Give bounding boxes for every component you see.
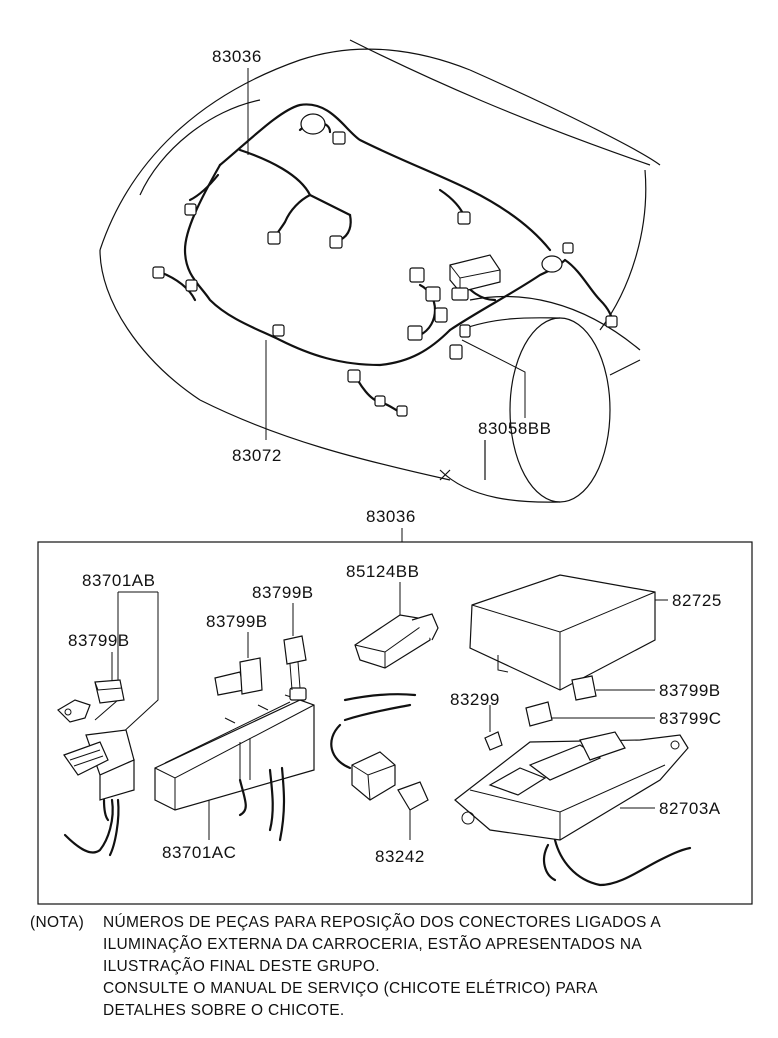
label-83701ac: 83701AC bbox=[162, 843, 236, 862]
fuse-cover-82725 bbox=[469, 574, 668, 691]
note-line-5: DETALHES SOBRE O CHICOTE. bbox=[103, 1002, 345, 1019]
note-line-1: NÚMEROS DE PEÇAS PARA REPOSIÇÃO DOS CONE… bbox=[103, 914, 661, 931]
label-83799c: 83799C bbox=[659, 709, 722, 728]
label-83242: 83242 bbox=[375, 847, 425, 866]
relay-box-83701ac bbox=[154, 635, 315, 842]
connector-assembly-83701ab bbox=[57, 591, 159, 857]
label-83036-box: 83036 bbox=[366, 507, 416, 526]
label-83799b-right: 83799B bbox=[659, 681, 721, 700]
label-83299: 83299 bbox=[450, 690, 500, 709]
label-83072: 83072 bbox=[232, 446, 282, 465]
label-83058bb: 83058BB bbox=[478, 419, 551, 438]
connector-83242 bbox=[330, 693, 429, 840]
label-82703a: 82703A bbox=[659, 799, 721, 818]
note-line-4: CONSULTE O MANUAL DE SERVIÇO (CHICOTE EL… bbox=[103, 980, 598, 997]
label-83799b-left: 83799B bbox=[68, 631, 130, 650]
label-83036-top: 83036 bbox=[212, 47, 262, 66]
note-lines: NÚMEROS DE PEÇAS PARA REPOSIÇÃO DOS CONE… bbox=[103, 912, 661, 1022]
junction-block-82703a bbox=[454, 675, 692, 887]
label-83799b-mid: 83799B bbox=[252, 583, 314, 602]
note-line-2: ILUMINAÇÃO EXTERNA DA CARROCERIA, ESTÃO … bbox=[103, 936, 643, 953]
note-lead: (NOTA) bbox=[30, 914, 85, 931]
label-83799b-mid2: 83799B bbox=[206, 612, 268, 631]
label-85124bb: 85124BB bbox=[346, 562, 419, 581]
label-82725: 82725 bbox=[672, 591, 722, 610]
engine-bay-illustration bbox=[99, 39, 661, 503]
label-83701ab: 83701AB bbox=[82, 571, 155, 590]
cover-85124bb bbox=[354, 582, 439, 669]
note-line-3: ILUSTRAÇÃO FINAL DESTE GRUPO. bbox=[103, 958, 380, 975]
parts-detail-frame bbox=[37, 541, 753, 905]
